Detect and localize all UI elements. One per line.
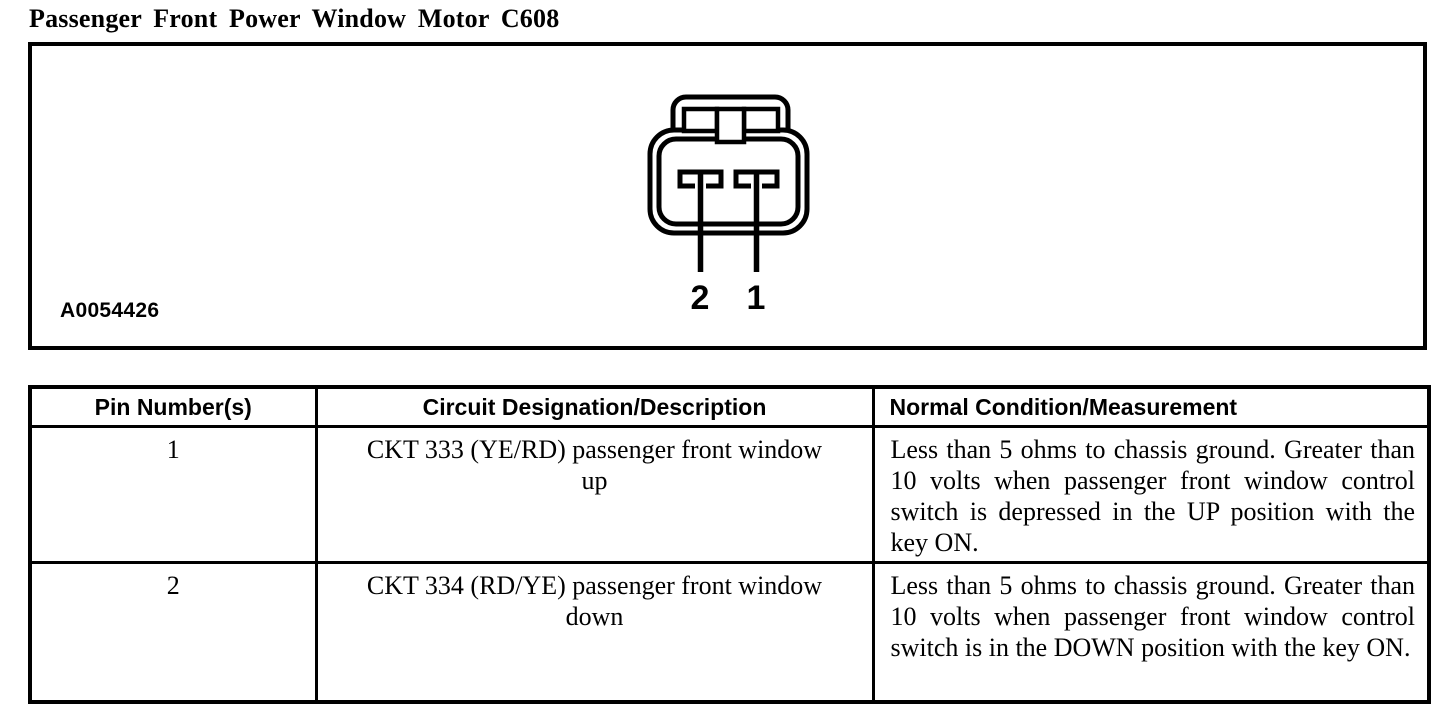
figure-id: A0054426 [60, 299, 160, 322]
connector-diagram-figure: 2 1 A0054426 [28, 42, 1427, 350]
pin-table-header: Pin Number(s) Circuit Designation/Descri… [28, 385, 1431, 428]
connector-drawing: 2 1 [647, 94, 810, 317]
pin-table: Pin Number(s) Circuit Designation/Descri… [28, 385, 1431, 704]
col-header-condition: Normal Condition/Measurement [871, 385, 1431, 428]
header-row: Pin Number(s) Circuit Designation/Descri… [28, 385, 1431, 428]
pin-2-label: 2 [691, 279, 710, 317]
page-title: Passenger Front Power Window Motor C608 [29, 4, 560, 33]
condition-cell: Less than 5 ohms to chassis ground. Grea… [871, 561, 1431, 704]
table-row: 1 CKT 333 (YE/RD) passenger front window… [28, 425, 1431, 564]
col-header-circuit: Circuit Designation/Description [314, 385, 875, 428]
table-row: 2 CKT 334 (RD/YE) passenger front window… [28, 561, 1431, 704]
pin-cell: 1 [28, 425, 318, 564]
latch-cell-right [741, 106, 781, 134]
circuit-cell: CKT 334 (RD/YE) passenger front window d… [314, 561, 875, 704]
circuit-cell: CKT 333 (YE/RD) passenger front window u… [314, 425, 875, 564]
pin-1-label: 1 [747, 279, 766, 317]
condition-cell: Less than 5 ohms to chassis ground. Grea… [871, 425, 1431, 564]
latch-cell-middle [714, 106, 747, 145]
pin-cell: 2 [28, 561, 318, 704]
latch-cell-left [681, 106, 720, 134]
col-header-pin-number: Pin Number(s) [28, 385, 318, 428]
